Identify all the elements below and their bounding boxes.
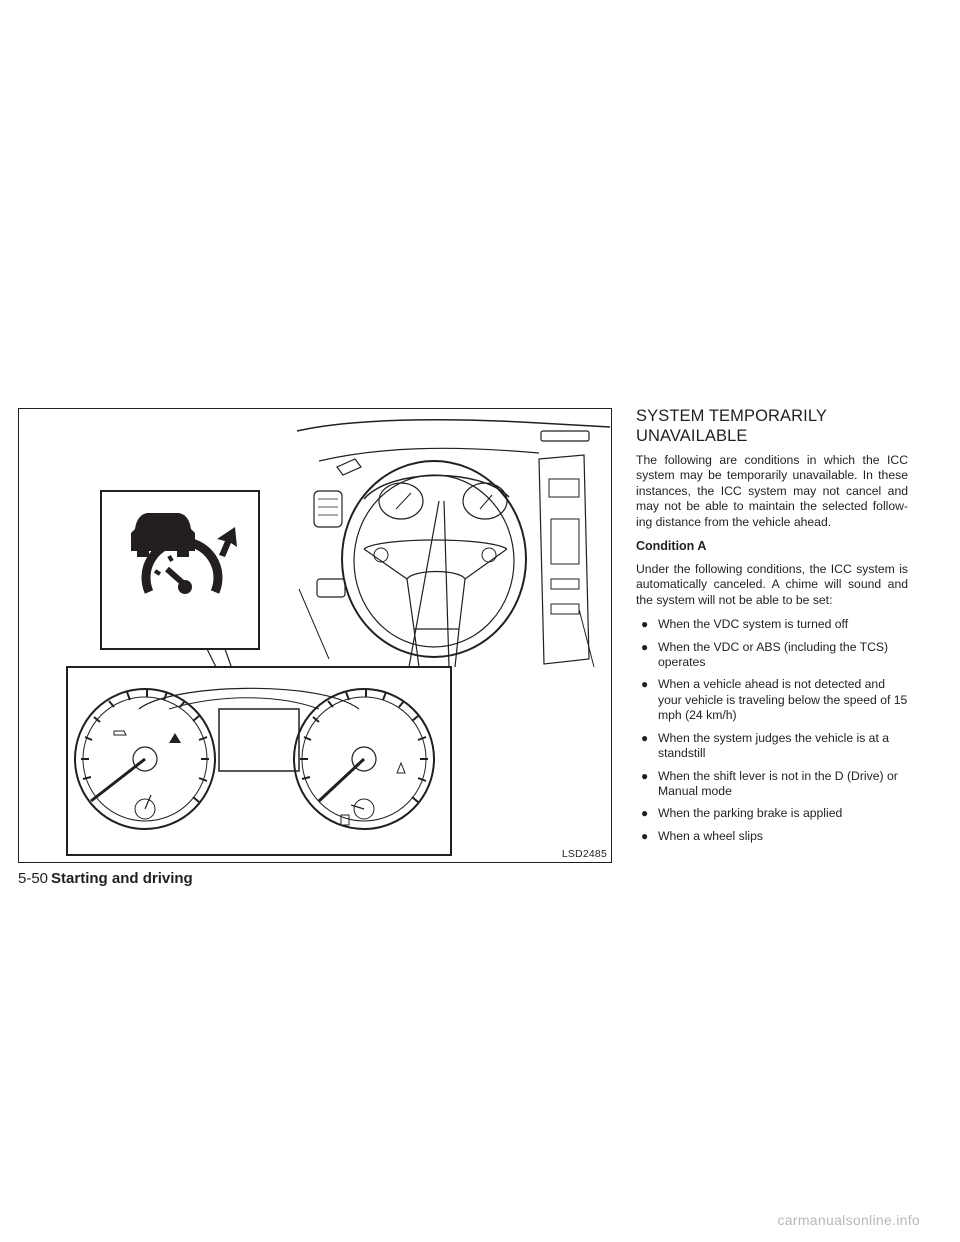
text-column: SYSTEM TEMPORARILY UNAVAILABLE The follo… [636,406,908,851]
intro-paragraph: The following are conditions in which th… [636,453,908,529]
list-item: ●When the VDC system is turned off [641,617,849,632]
cluster-drawing [74,687,435,830]
page-number: 5-50 [18,870,49,887]
illustration-figure: LSD2485 [18,408,612,863]
bullet-icon: ● [641,617,649,632]
list-item: ●When the parking brake is applied [641,806,843,821]
bullet-icon: ● [641,730,649,745]
list-item: ●When a vehicle ahead is not detected an… [641,677,908,723]
dashboard-scene [296,418,610,668]
bullet-icon: ● [641,806,649,821]
list-item: ●When a wheel slips [641,828,763,843]
icc-warning-icon [131,513,237,594]
list-item: ●When the shift lever is not in the D (D… [641,768,898,798]
bullet-icon: ● [641,639,649,654]
list-item: ●When the VDC or ABS (including the TCS)… [641,639,889,670]
condition-title: Condition A [636,539,707,554]
condition-list: ●When the VDC system is turned off ●When… [636,617,908,844]
bullet-icon: ● [641,768,649,783]
instrument-panel-illustration [66,418,610,856]
figure-id-label: LSD2485 [561,848,607,860]
condition-paragraph: Under the following conditions, the ICC … [636,562,908,607]
section-heading: SYSTEM TEMPORARILY UNAVAILABLE [636,406,908,446]
list-item: ●When the system judges the vehicle is a… [641,730,890,761]
bullet-icon: ● [641,677,649,692]
heading-line-1: SYSTEM TEMPORARILY [636,407,827,425]
footer-section-title: Starting and driving [51,870,193,887]
bullet-icon: ● [641,828,649,843]
watermark[interactable]: carmanualsonline.info [777,1212,920,1228]
heading-line-2: UNAVAILABLE [636,427,748,445]
